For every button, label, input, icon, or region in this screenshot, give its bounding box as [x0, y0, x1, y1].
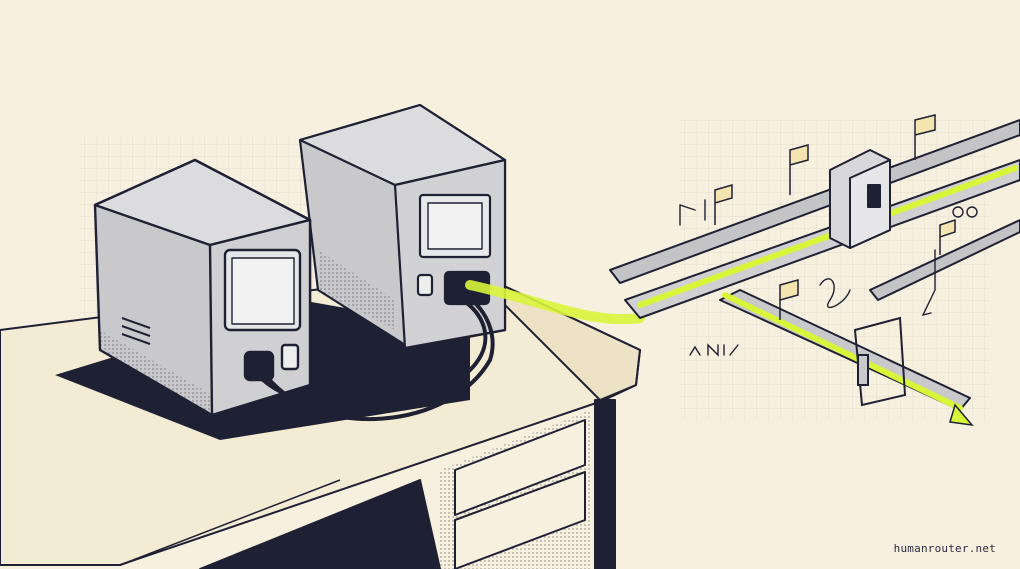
annotations	[679, 199, 978, 357]
power-cable	[256, 290, 495, 422]
flag-icon	[714, 114, 956, 320]
rail-accent	[637, 165, 1018, 411]
switch-icon	[829, 149, 891, 249]
server-back	[298, 103, 507, 350]
signal-flow	[465, 280, 645, 325]
watermark-text: humanrouter.net	[893, 542, 996, 555]
server-front	[93, 158, 312, 417]
rail-gate	[853, 316, 907, 407]
arrow-icon	[949, 403, 974, 427]
